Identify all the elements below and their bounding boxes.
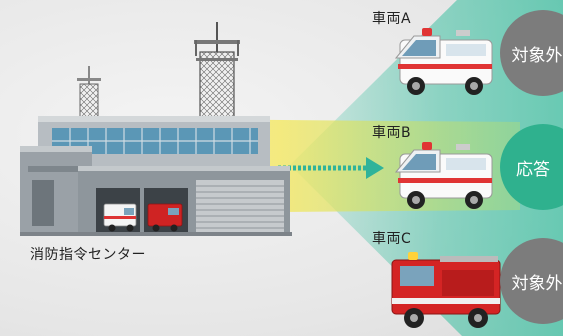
- vehicle-a-status: 対象外: [500, 10, 563, 96]
- vehicle-a-status-text: 対象外: [511, 45, 563, 66]
- small-antenna-tower: [77, 66, 101, 121]
- vehicle-c-status: 対象外: [500, 238, 563, 324]
- vehicle-b-ambulance: [394, 142, 493, 209]
- vehicle-a-label: 車両A: [372, 11, 412, 27]
- parked-ambulance: [103, 203, 137, 232]
- vehicle-b-status-text: 応答: [516, 159, 550, 180]
- vehicle-c-label: 車両C: [372, 231, 412, 247]
- vehicle-a-ambulance: [394, 28, 493, 95]
- parked-fire-engine: [147, 203, 183, 232]
- antenna-tower: [194, 22, 240, 125]
- center-label: 消防指令センター: [30, 247, 146, 263]
- vehicle-b-label: 車両B: [372, 125, 412, 141]
- vehicle-b-status: 応答: [500, 124, 563, 210]
- vehicle-c-status-text: 対象外: [511, 273, 563, 294]
- transmit-arrow: [278, 157, 384, 179]
- vehicle-c-fire-engine: [391, 252, 501, 328]
- command-center-building: [20, 116, 292, 236]
